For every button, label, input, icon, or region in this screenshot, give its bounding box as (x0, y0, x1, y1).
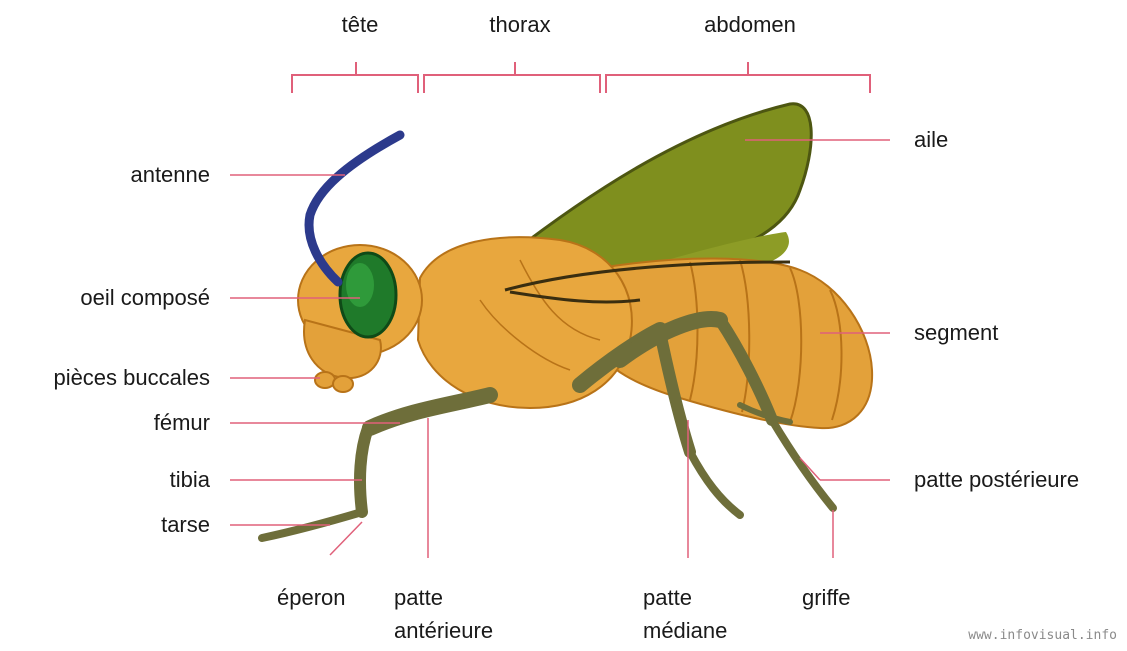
front-leg (262, 395, 490, 538)
watermark: www.infovisual.info (968, 628, 1117, 643)
mouthparts-label: pièces buccales (8, 365, 210, 391)
hindleg-label: patte postérieure (914, 467, 1079, 493)
tarsus-label: tarse (20, 512, 210, 538)
wing-label: aile (914, 127, 948, 153)
abdomen-bracket (606, 62, 870, 93)
compound-eye-label: oeil composé (20, 285, 210, 311)
midleg-label-line1: patte (643, 585, 692, 611)
tibia-label: tibia (20, 467, 210, 493)
thorax-bracket (424, 62, 600, 93)
segment-label: segment (914, 320, 998, 346)
antenna-label: antenne (20, 162, 210, 188)
section-brackets (292, 62, 870, 93)
foreleg-label-line2: antérieure (394, 618, 493, 644)
claw-label: griffe (802, 585, 851, 611)
eye-highlight (346, 263, 374, 307)
foreleg-label-line1: patte (394, 585, 443, 611)
thorax (418, 237, 632, 408)
femur-label: fémur (20, 410, 210, 436)
midleg-label-line2: médiane (643, 618, 727, 644)
section-head-label: tête (320, 12, 400, 38)
head-bracket (292, 62, 418, 93)
section-abdomen-label: abdomen (690, 12, 810, 38)
spur-label: éperon (277, 585, 346, 611)
section-thorax-label: thorax (470, 12, 570, 38)
